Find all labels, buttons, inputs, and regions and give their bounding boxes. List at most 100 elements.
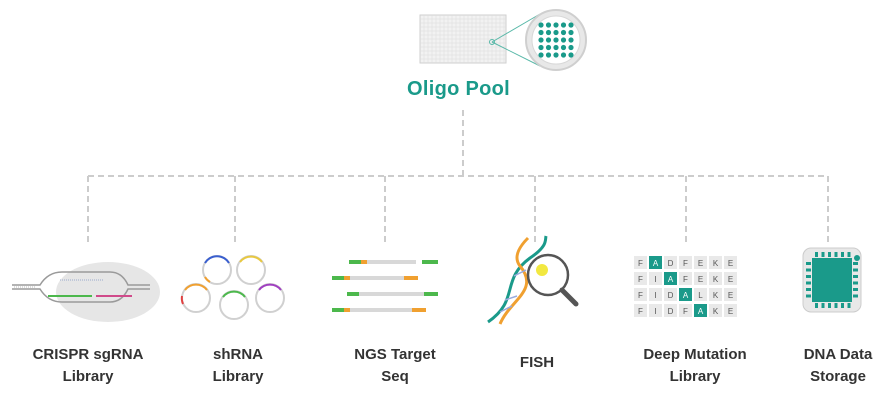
grid-letter: A — [668, 275, 674, 284]
grid-cell — [724, 288, 737, 301]
chip-pin — [847, 303, 851, 308]
well-dot — [553, 37, 559, 43]
well-dot — [538, 52, 544, 58]
well-dot — [553, 22, 559, 28]
grid-cell — [664, 256, 677, 269]
grid-letter: E — [698, 259, 703, 268]
grid-cell — [724, 256, 737, 269]
chip-pin — [853, 294, 858, 298]
chip-pin — [828, 252, 831, 257]
mutated-cell — [664, 272, 677, 285]
chip-pin — [841, 252, 844, 257]
chip-pin — [841, 303, 844, 308]
grid-letter: L — [698, 291, 703, 300]
grid-cell — [709, 288, 722, 301]
well-dot — [538, 22, 544, 28]
chip-pin — [847, 252, 851, 257]
grid-letter: K — [713, 259, 719, 268]
grid-cell — [724, 272, 737, 285]
well-dot — [568, 22, 574, 28]
well-dot — [560, 29, 567, 36]
chip-pin — [853, 268, 858, 272]
crispr-label-line2: Library — [62, 368, 114, 385]
grid-cell — [664, 304, 677, 317]
fish-label: FISH — [497, 352, 577, 374]
grid-letter: E — [728, 259, 733, 268]
grid-letter: E — [728, 291, 733, 300]
mutated-cell — [694, 304, 707, 317]
mutated-cell — [679, 288, 692, 301]
mutated-cell — [649, 256, 662, 269]
grid-cell — [634, 288, 647, 301]
chip-pin — [828, 303, 831, 308]
well-dot — [560, 22, 567, 28]
grid-cell — [679, 256, 692, 269]
grid-cell — [649, 288, 662, 301]
grid-cell — [649, 304, 662, 317]
deep-mutation-label: Deep Mutation Library — [620, 344, 770, 388]
grid-cell — [679, 272, 692, 285]
chip-pin — [834, 303, 838, 308]
grid-letter: F — [638, 291, 643, 300]
grid-letter: F — [638, 259, 643, 268]
grid-letter: K — [713, 307, 719, 316]
ngs-reads-icon — [332, 260, 438, 312]
well-dot — [553, 44, 559, 51]
grid-cell — [649, 272, 662, 285]
chip-pin — [821, 252, 825, 257]
grid-letter: F — [683, 259, 688, 268]
dna-storage-label-line1: DNA Data — [803, 346, 873, 363]
well-dot — [545, 29, 552, 36]
chip-pin — [806, 268, 811, 272]
well-dot — [568, 29, 574, 36]
ngs-label: NGS Target Seq — [335, 344, 455, 388]
chip-pin — [806, 281, 811, 285]
ngs-label-line1: NGS Target — [354, 346, 436, 363]
fish-label-line1: FISH — [519, 354, 555, 371]
chip-pin — [806, 275, 811, 278]
well-dot — [560, 37, 567, 43]
grid-letter: K — [713, 291, 719, 300]
grid-letter: D — [668, 291, 674, 300]
grid-cell — [709, 304, 722, 317]
grid-cell — [694, 256, 707, 269]
well-dot — [545, 37, 552, 43]
well-dot — [545, 52, 552, 58]
chip-pin — [806, 288, 811, 291]
shrna-label: shRNA Library — [180, 344, 296, 388]
grid-letter: F — [683, 275, 688, 284]
tree-connectors — [87, 110, 829, 242]
chip-pin — [815, 252, 818, 257]
grid-letter: A — [653, 259, 659, 268]
grid-cell — [694, 272, 707, 285]
grid-letter: I — [654, 307, 656, 316]
grid-cell — [709, 272, 722, 285]
chip-pin — [815, 303, 818, 308]
well-dot — [568, 44, 574, 51]
oligo-pool-plate-icon — [419, 9, 587, 71]
crispr-label-line1: CRISPR sgRNA — [32, 346, 144, 363]
grid-letter: F — [638, 307, 643, 316]
well-dot — [568, 37, 574, 43]
well-dot — [538, 37, 544, 43]
grid-cell — [724, 304, 737, 317]
chip-pin — [806, 262, 811, 265]
dna-storage-label: DNA Data Storage — [786, 344, 890, 388]
grid-letter: E — [698, 275, 703, 284]
deep-mutation-label-line1: Deep Mutation — [643, 346, 747, 363]
dna-chip-icon — [802, 247, 862, 313]
grid-letter: F — [638, 275, 643, 284]
chip-pin — [853, 288, 858, 291]
well-dot — [538, 29, 544, 36]
grid-letter: K — [713, 275, 719, 284]
well-dot — [545, 44, 552, 51]
grid-cell — [634, 304, 647, 317]
grid-letter: D — [668, 259, 674, 268]
grid-letter: F — [683, 307, 688, 316]
crispr-construct-icon — [12, 262, 160, 322]
well-dot — [553, 29, 559, 36]
grid-letter: E — [728, 307, 733, 316]
well-dot — [553, 52, 559, 58]
chip-pin — [853, 281, 858, 285]
